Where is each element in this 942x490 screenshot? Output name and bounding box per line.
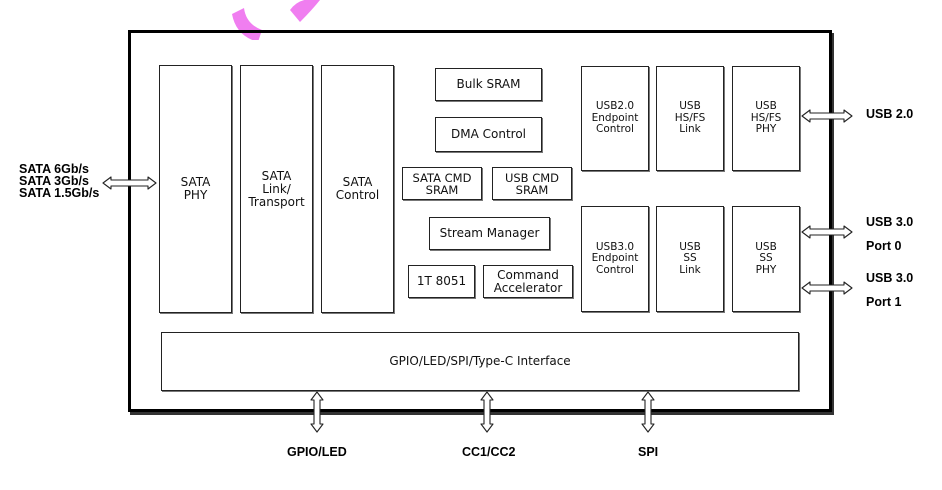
cc-label: CC1/CC2 bbox=[462, 445, 516, 459]
bulk-sram-block: Bulk SRAM bbox=[435, 68, 542, 101]
usb30-port0-arrow bbox=[801, 225, 853, 239]
cc-arrow bbox=[480, 391, 494, 433]
command-accelerator-block: Command Accelerator bbox=[483, 265, 573, 298]
gpio-led-arrow bbox=[310, 391, 324, 433]
sata-link-transport-block: SATA Link/ Transport bbox=[240, 65, 313, 313]
sata-control-block: SATA Control bbox=[321, 65, 394, 313]
dma-control-block: DMA Control bbox=[435, 117, 542, 152]
usb30-port0-label: USB 3.0 Port 0 bbox=[866, 215, 914, 253]
sata-phy-block: SATA PHY bbox=[159, 65, 232, 313]
cpu-8051-block: 1T 8051 bbox=[408, 265, 475, 298]
usb30-port1-label: USB 3.0 Port 1 bbox=[866, 271, 914, 309]
gpio-led-label: GPIO/LED bbox=[287, 445, 347, 459]
spi-label: SPI bbox=[638, 445, 659, 459]
sata-cmd-sram-block: SATA CMD SRAM bbox=[402, 167, 482, 200]
usb30-endpoint-control-block: USB3.0 Endpoint Control bbox=[581, 206, 649, 312]
usb-ss-link-block: USB SS Link bbox=[656, 206, 724, 312]
sata-speeds-label: SATA 6Gb/s SATA 3Gb/s SATA 1.5Gb/s bbox=[19, 162, 100, 200]
sata-arrow bbox=[102, 176, 157, 190]
gpio-led-spi-typec-interface-block: GPIO/LED/SPI/Type-C Interface bbox=[161, 332, 799, 391]
usb-ss-phy-block: USB SS PHY bbox=[732, 206, 800, 312]
usb20-endpoint-control-block: USB2.0 Endpoint Control bbox=[581, 66, 649, 171]
usb20-label: USB 2.0 bbox=[866, 107, 914, 121]
usb-hsfs-link-block: USB HS/FS Link bbox=[656, 66, 724, 171]
usb20-arrow bbox=[801, 109, 853, 123]
spi-arrow bbox=[641, 391, 655, 433]
usb-hsfs-phy-block: USB HS/FS PHY bbox=[732, 66, 800, 171]
usb30-port1-arrow bbox=[801, 281, 853, 295]
chip-outline bbox=[128, 30, 832, 412]
usb-cmd-sram-block: USB CMD SRAM bbox=[492, 167, 572, 200]
stream-manager-block: Stream Manager bbox=[429, 217, 550, 250]
